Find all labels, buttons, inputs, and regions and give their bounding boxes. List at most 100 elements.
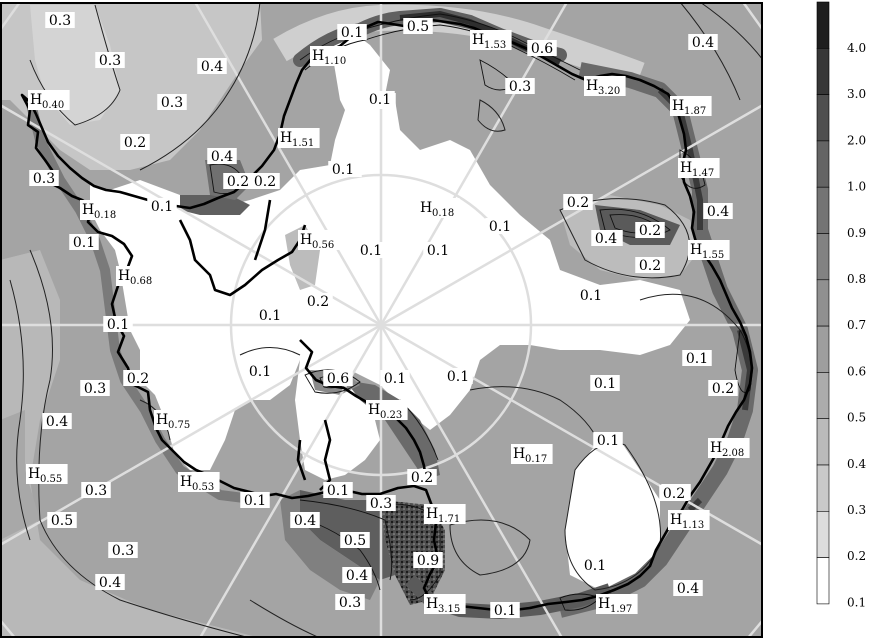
contour-label: 0.1 bbox=[443, 368, 473, 385]
svg-text:0.3: 0.3 bbox=[370, 496, 392, 512]
svg-text:0.18: 0.18 bbox=[94, 210, 116, 221]
svg-text:0.3: 0.3 bbox=[85, 483, 107, 499]
svg-text:0.1: 0.1 bbox=[249, 364, 271, 380]
map-frame bbox=[0, 2, 763, 638]
svg-text:H: H bbox=[118, 268, 130, 284]
svg-text:0.55: 0.55 bbox=[40, 474, 62, 485]
svg-text:0.1: 0.1 bbox=[332, 162, 354, 178]
svg-text:1.71: 1.71 bbox=[438, 514, 460, 525]
svg-text:0.56: 0.56 bbox=[312, 240, 334, 251]
svg-text:0.1: 0.1 bbox=[584, 558, 606, 574]
svg-text:0.1: 0.1 bbox=[384, 371, 406, 387]
contour-label: 0.1 bbox=[580, 557, 610, 574]
region-0.5-west bbox=[0, 250, 260, 638]
svg-text:2.08: 2.08 bbox=[722, 448, 744, 459]
contour-label: 0.1 bbox=[590, 375, 620, 392]
legend-tick-label: 0.1 bbox=[847, 595, 866, 609]
legend-box bbox=[816, 557, 830, 605]
contour-label: 0.2 bbox=[708, 380, 738, 397]
svg-text:0.4: 0.4 bbox=[46, 414, 68, 430]
contour-label: 0.6 bbox=[527, 40, 557, 57]
svg-text:H: H bbox=[598, 596, 610, 612]
svg-text:0.1: 0.1 bbox=[73, 235, 95, 251]
svg-text:0.1: 0.1 bbox=[327, 483, 349, 499]
svg-text:0.3: 0.3 bbox=[339, 595, 361, 611]
svg-text:0.3: 0.3 bbox=[161, 95, 183, 111]
svg-text:0.1: 0.1 bbox=[369, 92, 391, 108]
contour-label: 0.1 bbox=[423, 242, 453, 259]
contour-label: 0.3 bbox=[81, 482, 111, 499]
contour-label: 0.3 bbox=[80, 380, 110, 397]
svg-text:0.1: 0.1 bbox=[244, 493, 266, 509]
contour-label: 0.3 bbox=[157, 94, 187, 111]
svg-text:H: H bbox=[670, 512, 682, 528]
svg-text:0.2: 0.2 bbox=[124, 135, 146, 151]
svg-text:H: H bbox=[312, 48, 324, 64]
svg-text:0.5: 0.5 bbox=[407, 19, 429, 35]
legend-box bbox=[816, 325, 830, 373]
svg-text:0.2: 0.2 bbox=[411, 470, 433, 486]
svg-text:0.1: 0.1 bbox=[447, 369, 469, 385]
contour-label: 0.3 bbox=[45, 12, 75, 29]
contour-label: 0.2 bbox=[223, 173, 253, 190]
contour-label: 0.1 bbox=[245, 363, 275, 380]
svg-text:0.1: 0.1 bbox=[107, 317, 129, 333]
legend-tick-label: 4.0 bbox=[847, 41, 866, 55]
svg-text:0.2: 0.2 bbox=[567, 195, 589, 211]
contour-label: 0.1 bbox=[103, 316, 133, 333]
contour-label: 0.3 bbox=[366, 495, 396, 512]
svg-text:0.1: 0.1 bbox=[594, 376, 616, 392]
contour-label: 0.2 bbox=[303, 293, 333, 310]
svg-text:0.2: 0.2 bbox=[639, 223, 661, 239]
legend-box bbox=[816, 140, 830, 188]
svg-text:0.2: 0.2 bbox=[663, 486, 685, 502]
legend-tick-label: 0.7 bbox=[847, 318, 866, 332]
svg-text:1.13: 1.13 bbox=[682, 520, 704, 531]
contour-label: 0.4 bbox=[673, 580, 703, 597]
contour-label: 0.1 bbox=[69, 234, 99, 251]
svg-text:H: H bbox=[300, 232, 312, 248]
svg-text:H: H bbox=[180, 474, 192, 490]
svg-text:0.3: 0.3 bbox=[33, 171, 55, 187]
svg-text:0.3: 0.3 bbox=[84, 381, 106, 397]
contour-label: 0.1 bbox=[485, 218, 515, 235]
svg-text:H: H bbox=[586, 78, 598, 94]
svg-text:0.3: 0.3 bbox=[49, 13, 71, 29]
contour-label: 0.4 bbox=[688, 34, 718, 51]
svg-text:0.5: 0.5 bbox=[51, 513, 73, 529]
svg-text:0.53: 0.53 bbox=[192, 482, 214, 493]
svg-text:0.4: 0.4 bbox=[294, 513, 316, 529]
legend-tick-label: 0.2 bbox=[847, 549, 866, 563]
svg-text:0.1: 0.1 bbox=[427, 243, 449, 259]
contour-label: 0.2 bbox=[407, 469, 437, 486]
svg-text:0.1: 0.1 bbox=[686, 351, 708, 367]
contour-label: 0.9 bbox=[413, 552, 443, 569]
svg-text:0.6: 0.6 bbox=[327, 371, 349, 387]
contour-label: 0.4 bbox=[342, 567, 372, 584]
contour-label: 0.4 bbox=[42, 413, 72, 430]
legend-box bbox=[816, 47, 830, 95]
contour-label: 0.1 bbox=[337, 24, 367, 41]
svg-text:H: H bbox=[28, 466, 40, 482]
svg-text:0.68: 0.68 bbox=[130, 276, 152, 287]
region-0.1-southeast bbox=[565, 440, 660, 590]
legend-tick-label: 0.5 bbox=[847, 411, 866, 425]
contour-label: 0.6 bbox=[323, 370, 353, 387]
legend-box bbox=[816, 418, 830, 466]
svg-text:0.1: 0.1 bbox=[580, 288, 602, 304]
svg-text:1.47: 1.47 bbox=[692, 168, 714, 179]
svg-text:0.1: 0.1 bbox=[151, 199, 173, 215]
svg-text:0.23: 0.23 bbox=[380, 410, 402, 421]
